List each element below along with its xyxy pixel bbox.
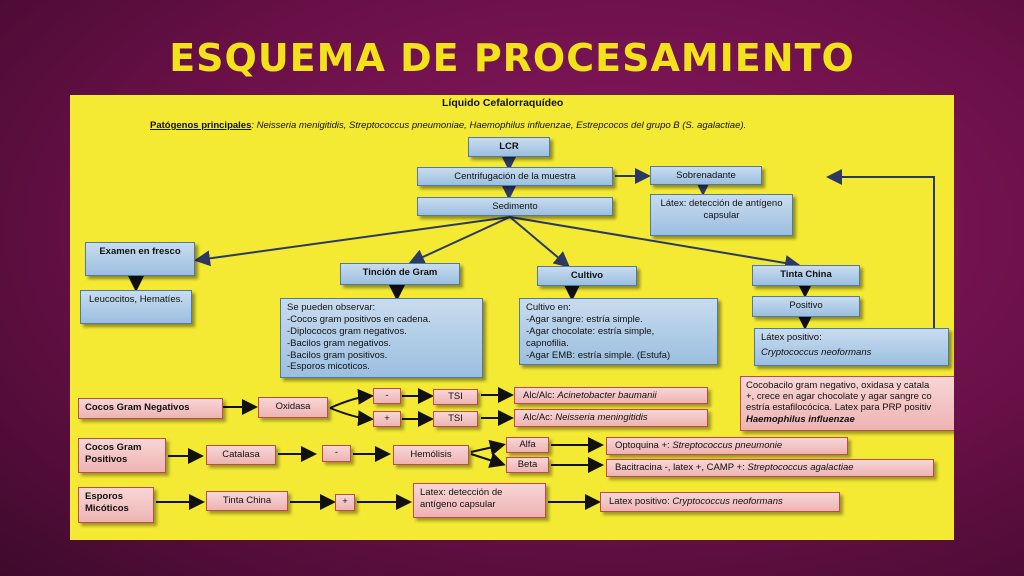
pathogens-text: : Neisseria menigitidis, Streptococcus p… xyxy=(251,120,747,131)
gram-line: -Cocos gram positivos en cadena. xyxy=(287,313,431,325)
arrow-hemolisis-beta xyxy=(470,452,506,468)
cultivo-line: capnofilia. xyxy=(526,337,569,349)
catalasa-negative-box: - xyxy=(322,445,351,462)
alc-alc-label: Alc/Alc: xyxy=(523,390,558,401)
cocobacilo-line: +, crece en agar chocolate y agar sangre… xyxy=(746,391,932,403)
pathogens-line: Patógenos principales: Neisseria menigit… xyxy=(150,120,950,131)
neisseria-box: Alc/Ac: Neisseria meningitidis xyxy=(514,409,708,427)
haemophilus-name: Haemophilus influenzae xyxy=(746,413,855,425)
arrow-sedimento-cultivo xyxy=(509,216,571,268)
pathogens-label: Patógenos principales xyxy=(150,120,252,131)
cultivo-line: -Agar sangre: estría simple. xyxy=(526,313,643,325)
oxidasa-positive-box: + xyxy=(373,411,401,427)
gram-line: -Diplococos gram negativos. xyxy=(287,325,407,337)
lcr-box: LCR xyxy=(468,137,550,157)
centrifugacion-box: Centrifugación de la muestra xyxy=(417,167,613,186)
acinetobacter-name: Acinetobacter baumanii xyxy=(557,390,657,401)
arrow-oxidasa-plus xyxy=(329,407,374,427)
optoquina-label: Optoquina +: xyxy=(615,440,673,451)
catalasa-box: Catalasa xyxy=(206,445,276,465)
cultivo-box: Cultivo xyxy=(537,266,637,286)
connector-arrows xyxy=(128,155,935,510)
cocobacilo-line: estría estafilocócica. Latex para PRP po… xyxy=(746,402,932,414)
cocobacilo-line: Cocobacilo gram negativo, oxidasa y cata… xyxy=(746,380,930,391)
oxidasa-box: Oxidasa xyxy=(258,397,328,418)
diagram-heading: Líquido Cefalorraquídeo xyxy=(442,97,564,109)
gram-line: -Esporos micoticos. xyxy=(287,361,370,373)
gram-line: -Bacilos gram negativos. xyxy=(287,337,392,349)
bacitracina-box: Bacitracina -, latex +, CAMP +: Streptoc… xyxy=(606,459,934,477)
tinta-china-box: Tinta China xyxy=(752,265,860,286)
cocobacilo-box: Cocobacilo gram negativo, oxidasa y cata… xyxy=(740,376,954,431)
latex-positivo-pink-label: Latex positivo: xyxy=(609,496,673,507)
alfa-box: Alfa xyxy=(506,437,549,453)
tsi-box-2: TSI xyxy=(433,411,478,427)
arrow-latex-feedback xyxy=(826,169,935,329)
alc-ac-label: Alc/Ac: xyxy=(523,412,556,423)
neisseria-name: Neisseria meningitidis xyxy=(555,412,648,423)
leucocitos-box: Leucocitos, Hematíes. xyxy=(80,290,192,324)
cocos-gram-positivos-box: Cocos Gram Positivos xyxy=(78,438,166,473)
optoquina-box: Optoquina +: Streptococcus pneumonie xyxy=(606,437,848,455)
arrow-sedimento-gram xyxy=(408,216,511,265)
positivo-box: Positivo xyxy=(752,296,860,317)
arrow-hemolisis-alfa xyxy=(470,439,506,456)
oxidasa-negative-box: - xyxy=(373,388,401,404)
acinetobacter-box: Alc/Alc: Acinetobacter baumanii xyxy=(514,387,708,404)
arrow-oxidasa-minus xyxy=(329,388,374,409)
flowchart-panel: Líquido Cefalorraquídeo Patógenos princi… xyxy=(70,95,954,540)
arrow-sedimento-tinta xyxy=(509,216,801,271)
cultivo-line: -Agar EMB: estría simple. (Estufa) xyxy=(526,349,671,361)
esporos-micoticos-box: Esporos Micóticos xyxy=(78,487,154,523)
strep-pneumonie-name: Streptococcus pneumonie xyxy=(672,440,783,451)
tinta-china-pink-box: Tinta China xyxy=(206,491,288,511)
tincion-gram-box: Tinción de Gram xyxy=(340,263,460,285)
examen-fresco-box: Examen en fresco xyxy=(85,242,195,276)
cryptococcus-pink-name: Cryptococcus neoformans xyxy=(672,496,783,507)
cultivo-line: -Agar chocolate: estría simple, xyxy=(526,325,655,337)
bacitracina-label: Bacitracina -, latex +, CAMP +: xyxy=(615,462,748,473)
latex-capsular-pink-box: Latex: detección de antígeno capsular xyxy=(413,483,546,518)
gram-observations-box: Se pueden observar: -Cocos gram positivo… xyxy=(280,298,483,378)
strep-agalactiae-name: Streptococcus agalactiae xyxy=(747,462,854,473)
arrow-sedimento-examen xyxy=(194,216,511,267)
latex-positivo-box: Látex positivo: Cryptococcus neoformans xyxy=(754,328,949,366)
beta-box: Beta xyxy=(506,457,549,473)
latex-positivo-pink-box: Latex positivo: Cryptococcus neoformans xyxy=(600,492,840,512)
cocos-gram-negativos-box: Cocos Gram Negativos xyxy=(78,398,223,419)
tinta-positive-box: + xyxy=(335,494,355,511)
hemolisis-box: Hemólisis xyxy=(393,445,469,465)
tsi-box-1: TSI xyxy=(433,389,478,405)
slide-title: ESQUEMA DE PROCESAMIENTO xyxy=(169,36,855,80)
sobrenadante-box: Sobrenadante xyxy=(650,166,762,185)
latex-capsular-box: Látex: detección de antígeno capsular xyxy=(650,194,793,236)
gram-line: -Bacilos gram positivos. xyxy=(287,349,388,361)
cryptococcus-name: Cryptococcus neoformans xyxy=(761,346,872,358)
sedimento-box: Sedimento xyxy=(417,197,613,216)
cultivo-line: Cultivo en: xyxy=(526,302,571,313)
cultivo-details-box: Cultivo en: -Agar sangre: estría simple.… xyxy=(519,298,718,365)
latex-positivo-label: Látex positivo: xyxy=(761,332,822,343)
gram-line: Se pueden observar: xyxy=(287,302,376,313)
